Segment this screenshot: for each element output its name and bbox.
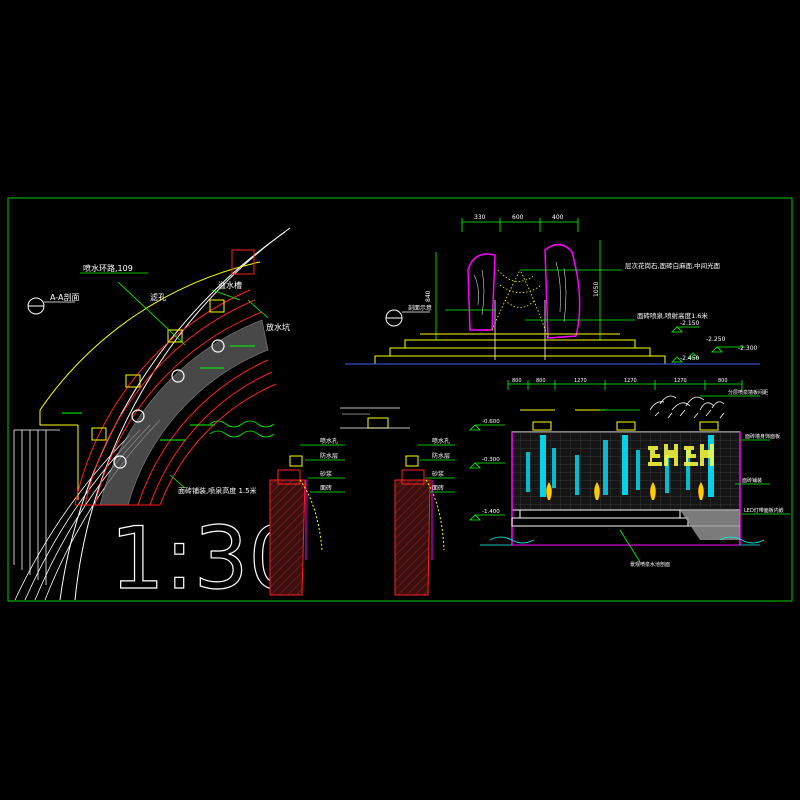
plan-label-1: 滤孔 xyxy=(150,292,166,302)
top-level-0: -2.150 xyxy=(680,320,700,327)
bot-dim-1: 800 xyxy=(536,378,546,384)
top-height-0: 1050 xyxy=(593,282,600,297)
plan-section-tag: A-A剖面 xyxy=(50,292,79,302)
plant-sketch xyxy=(649,395,725,419)
bot-right-note-1: 面砖墙身饰面板 xyxy=(745,433,780,440)
sec-right-note-2: 砂浆 xyxy=(432,470,444,478)
top-dim-1: 600 xyxy=(512,214,524,221)
elevation-bottom: 800 800 1270 1270 1270 800 xyxy=(469,378,790,568)
sec-right-note-1: 防水层 xyxy=(432,452,450,460)
elevation-top: 330 600 400 840 1050 xyxy=(345,214,760,365)
nozzle-detail xyxy=(340,407,410,429)
bot-dim-0: 800 xyxy=(512,378,522,384)
sec-left-note-3: 面砖 xyxy=(320,484,332,492)
sec-left-note-2: 砂浆 xyxy=(320,470,332,478)
plan-label-3: 放水坑 xyxy=(266,322,290,332)
section-detail-left: 喷水孔 防水层 砂浆 面砖 xyxy=(269,437,345,596)
sec-left-note-1: 防水层 xyxy=(320,452,338,460)
top-level-2: -2.300 xyxy=(738,345,758,352)
bot-note: 景观喷泉水池剖面 xyxy=(630,561,670,568)
wall-emblem xyxy=(648,444,714,466)
sec-right-note-0: 喷水孔 xyxy=(432,437,450,445)
bot-dim-4: 1270 xyxy=(674,378,687,384)
bot-level-0: -0.600 xyxy=(482,419,500,425)
top-height-1: 840 xyxy=(425,290,432,302)
top-dim-0: 330 xyxy=(474,214,486,221)
plan-view: A-A剖面 喷水环路,109 滤孔 溢水槽 放水坑 面砖铺装,喷泉高度 1.5米 xyxy=(13,227,291,601)
top-dim-2: 400 xyxy=(552,214,564,221)
plan-label-0: 喷水环路,109 xyxy=(83,263,133,273)
sec-left-note-0: 喷水孔 xyxy=(320,437,338,445)
top-level-1: -2.250 xyxy=(706,336,726,343)
bot-right-note-2: 面砖铺装 xyxy=(742,477,762,484)
top-note-0: 层次花岗石,面砖白麻面,中间光面 xyxy=(625,261,721,270)
bot-dim-5: 800 xyxy=(718,378,728,384)
sec-right-note-3: 面砖 xyxy=(432,484,444,492)
plan-label-4: 面砖铺装,喷泉高度 1.5米 xyxy=(178,486,257,495)
top-note-1: 面砖喷泉,喷射高度1.6米 xyxy=(637,311,708,320)
bot-dim-3: 1270 xyxy=(624,378,637,384)
bot-level-1: -0.300 xyxy=(482,457,500,463)
bot-right-note-0: 分层喷泉墙板间距 xyxy=(728,389,768,396)
top-section-tag: 剖面示意 xyxy=(408,304,432,312)
bot-dim-2: 1270 xyxy=(574,378,587,384)
bot-level-2: -1.400 xyxy=(482,509,500,515)
plan-label-2: 溢水槽 xyxy=(218,280,242,290)
top-level-3: -2.450 xyxy=(680,355,700,362)
section-detail-right: 喷水孔 防水层 砂浆 面砖 xyxy=(394,437,455,596)
bot-right-note-3: LED灯带面板内嵌 xyxy=(744,507,784,514)
drawing-frame xyxy=(7,197,793,602)
